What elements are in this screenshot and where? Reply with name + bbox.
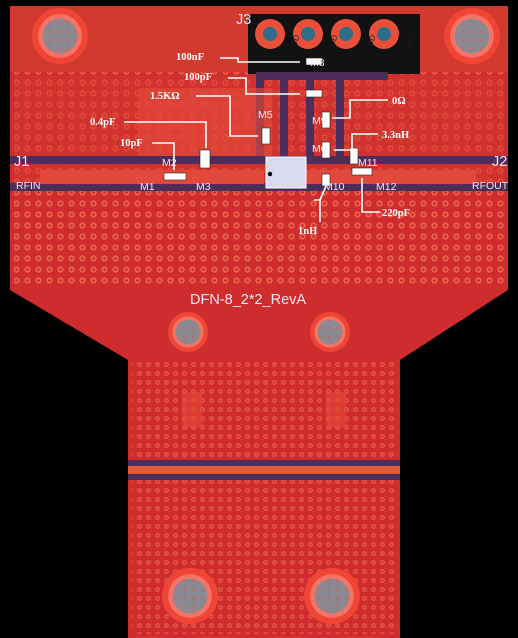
j2-label: J2 bbox=[492, 154, 507, 170]
value-label-c_220pf: 220pF bbox=[382, 208, 410, 219]
ref-m1: M1 bbox=[140, 181, 155, 193]
value-label-c_100nf: 100nF bbox=[176, 52, 204, 63]
component-value-labels: 100nF 100pF 1.5KΩ 0.4pF 10pF 0Ω 3.3nH 1nH 220pF bbox=[90, 52, 410, 237]
ref-m11: M11 bbox=[358, 157, 378, 169]
mounting-hole-1 bbox=[32, 8, 88, 64]
j3-label: J3 bbox=[236, 12, 251, 28]
cap-220pf-body bbox=[351, 167, 373, 176]
value-label-l_1nh: 1nH bbox=[298, 226, 317, 237]
ref-m9: M9 bbox=[312, 115, 327, 127]
leader-c_220pf bbox=[361, 178, 380, 213]
board-name: DFN-8_2*2_RevA bbox=[190, 292, 306, 308]
ref-m10: M10 bbox=[324, 181, 345, 193]
cap-10pf-body bbox=[163, 172, 187, 181]
leader-c_10pf bbox=[152, 142, 175, 170]
rf-trace-out-pad bbox=[306, 170, 476, 184]
j3-pin-3 bbox=[331, 19, 361, 49]
rf-trace-in-pad bbox=[40, 170, 264, 184]
ref-m2: M2 bbox=[162, 157, 177, 169]
mounting-hole-4 bbox=[310, 312, 350, 352]
rfin-label: RFIN bbox=[16, 180, 41, 192]
smd-components bbox=[163, 57, 373, 187]
leader-c_100nf bbox=[220, 57, 300, 63]
ref-m5: M5 bbox=[258, 109, 273, 121]
via-field-bottom bbox=[132, 360, 396, 634]
cap-100pf-body bbox=[305, 89, 323, 98]
value-label-r_0ohm: 0Ω bbox=[392, 96, 406, 107]
leader-l_3n3h bbox=[334, 133, 378, 151]
mounting-hole-3 bbox=[168, 312, 208, 352]
via-field-transition bbox=[20, 286, 498, 352]
leader-r_1k5 bbox=[196, 95, 258, 137]
mounting-holes bbox=[32, 8, 500, 624]
value-label-c_100pf: 100pF bbox=[184, 72, 212, 83]
annotation-leaders bbox=[124, 57, 388, 222]
bias-line-mid bbox=[280, 72, 288, 164]
bottom-pad-left bbox=[182, 392, 202, 428]
leader-l_1nh bbox=[314, 185, 327, 222]
j3-pin-1 bbox=[255, 19, 285, 49]
value-label-l_3n3h: 3.3nH bbox=[382, 130, 409, 141]
cap-0p4pf-body bbox=[199, 149, 211, 169]
rfout-label: RFOUT bbox=[472, 180, 509, 192]
j3-pins bbox=[255, 19, 399, 49]
leader-c_0p4pf bbox=[124, 121, 207, 148]
ref-m6: M6 bbox=[312, 143, 327, 155]
res-0ohm-body bbox=[321, 111, 331, 129]
ref-m12: M12 bbox=[376, 181, 397, 193]
cap-100nf-body bbox=[305, 57, 323, 66]
ic-pin1-marker bbox=[267, 171, 273, 177]
mounting-hole-5 bbox=[162, 568, 218, 624]
ic-package bbox=[265, 156, 307, 189]
ref-m8: M8 bbox=[310, 57, 325, 69]
leader-r_0ohm bbox=[332, 99, 388, 119]
ind-3n3h-body bbox=[321, 141, 331, 159]
rf-trace-lower bbox=[10, 183, 508, 191]
j3-pin-4 bbox=[369, 19, 399, 49]
bias-line-right bbox=[306, 72, 314, 164]
mounting-hole-2 bbox=[444, 8, 500, 64]
leader-c_100pf bbox=[228, 77, 300, 95]
mounting-hole-6 bbox=[304, 568, 360, 624]
res-1k5-body bbox=[261, 127, 271, 145]
ref-m3: M3 bbox=[196, 181, 211, 193]
j1-label: J1 bbox=[14, 154, 29, 170]
ind-3n3h-body-2 bbox=[349, 147, 359, 165]
value-label-c_0p4pf: 0.4pF bbox=[90, 117, 115, 128]
bias-line-top bbox=[256, 72, 388, 80]
j3-pin-2 bbox=[293, 19, 323, 49]
value-label-r_1k5: 1.5KΩ bbox=[150, 91, 180, 102]
bottom-trace bbox=[128, 466, 400, 474]
value-label-c_10pf: 10pF bbox=[120, 138, 143, 149]
bottom-pad-right bbox=[326, 392, 346, 428]
